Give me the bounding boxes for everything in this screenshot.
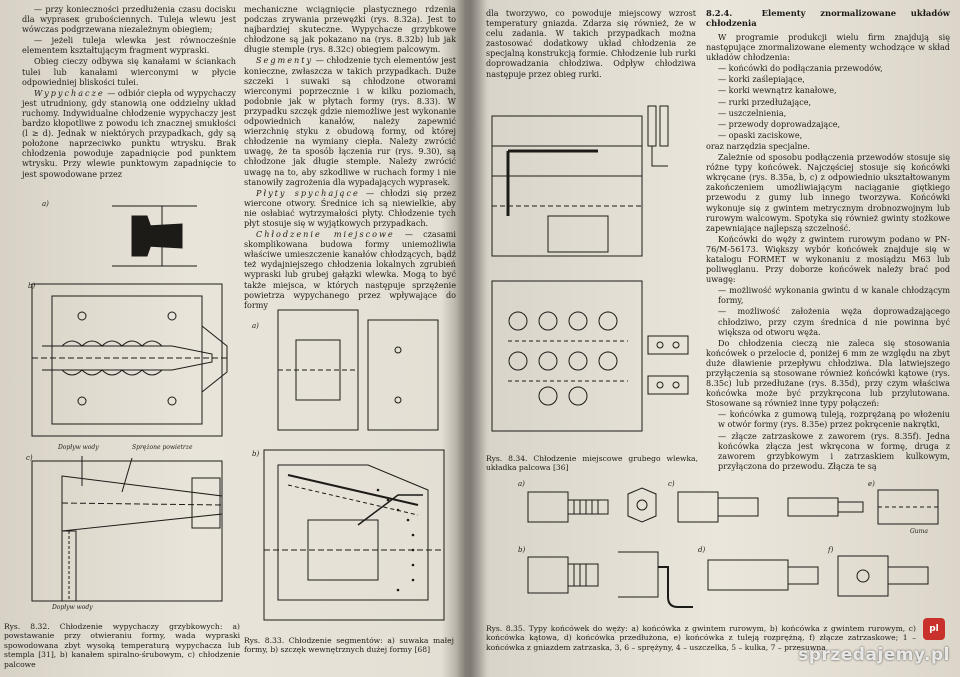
list-item: — uszczelnienia, — [718, 107, 787, 118]
paragraph: Zależnie od sposobu podłączenia przewodó… — [706, 152, 950, 233]
subfigure-label: a) — [42, 200, 49, 208]
paragraph-text: — odbiór ciepła od wypychaczy jest utrud… — [22, 87, 236, 179]
inline-heading: Chłodzenie miejscowe — [256, 229, 395, 240]
figure-annotation: Guma — [910, 528, 928, 535]
figure-8-35: a) c) e) b) d) f) Guma — [518, 472, 948, 622]
figure-annotation: Dopływ wody — [52, 604, 93, 611]
figure-annotation: Dopływ wody — [58, 444, 99, 451]
section-number: 8.2.4. — [706, 8, 733, 18]
paragraph: — przy konieczności przedłużenia czasu d… — [22, 4, 236, 35]
list-item: — korki zaślepiające, — [718, 74, 805, 85]
right-column-2: 8.2.4. Elementy znormalizowane układów c… — [706, 8, 950, 472]
list-item: — korki wewnątrz kanałowe, — [718, 85, 837, 96]
figure-8-35-drawing — [527, 487, 939, 608]
subfigure-label: c) — [26, 454, 33, 462]
book-gutter — [456, 0, 486, 677]
caption-8-32: Rys. 8.32. Chłodzenie wypychaczy grzybko… — [4, 622, 240, 669]
list-item: — opaski zaciskowe, — [718, 129, 803, 140]
section-title: Elementy znormalizowane układów chłodzen… — [706, 8, 950, 28]
list-item: oraz narzędzia specjalne. — [706, 140, 810, 151]
section-heading: 8.2.4. Elementy znormalizowane układów c… — [706, 8, 950, 28]
left-page: — przy konieczności przedłużenia czasu d… — [0, 0, 470, 677]
paragraph: Do chłodzenia cieczą nie zaleca się stos… — [706, 337, 950, 409]
list-item: — końcówki do podłączania przewodów, — [718, 63, 883, 74]
list-item: — końcówka z gumową tuleją, rozprężaną p… — [718, 409, 950, 430]
caption-8-34: Rys. 8.34. Chłodzenie miejscowe grubego … — [486, 454, 698, 473]
paragraph: Końcówki do węży z gwintem rurowym podan… — [706, 233, 950, 285]
subfigure-label: d) — [698, 546, 706, 554]
inline-heading: Wypychacze — [34, 87, 105, 98]
paragraph: — jeżeli tuleja wlewka jest równocześnie… — [22, 35, 236, 56]
paragraph-wypychacze: Wypychacze — odbiór ciepła od wypychaczy… — [22, 88, 236, 179]
paragraph: Obieg cieczy odbywa się kanałami w ścian… — [22, 56, 236, 87]
paragraph-text: — czasami skomplikowana budowa formy uni… — [244, 229, 456, 310]
subfigure-label: b) — [518, 546, 526, 554]
subfigure-label: b) — [28, 282, 36, 290]
paragraph-chlodzenie-miejscowe: Chłodzenie miejscowe — czasami skompliko… — [244, 229, 456, 310]
left-column-1: — przy konieczności przedłużenia czasu d… — [22, 4, 236, 180]
right-column-1: dla tworzywo, co powoduje miejscowy wzro… — [486, 8, 696, 80]
subfigure-label: c) — [668, 480, 675, 488]
caption-8-35: Rys. 8.35. Typy końcówek do węży: a) koń… — [486, 624, 916, 652]
paragraph-text: — chłodzenie tych elementów jest koniecz… — [244, 55, 456, 187]
paragraph-text: — chłodzi się przez wiercone otwory. Śre… — [244, 187, 456, 228]
left-column-2: mechaniczne wciągnięcie plastycznego rdz… — [244, 4, 456, 311]
paragraph: W programie produkcji wielu firm znajduj… — [706, 32, 950, 63]
paragraph-segmenty: Segmenty — chłodzenie tych elementów jes… — [244, 55, 456, 186]
list-item: — złącze zatrzaskowe z zaworem (rys. 8.3… — [718, 430, 950, 471]
subfigure-label: a) — [518, 480, 525, 488]
list-item: — możliwość wykonania gwintu d w kanale … — [718, 285, 950, 306]
right-page: dla tworzywo, co powoduje miejscowy wzro… — [478, 0, 960, 677]
caption-8-33: Rys. 8.33. Chłodzenie segmentów: a) suwa… — [244, 636, 454, 655]
list-item: — przewody doprowadzające, — [718, 118, 841, 129]
paragraph: dla tworzywo, co powoduje miejscowy wzro… — [486, 8, 696, 79]
inline-heading: Płyty spychające — [256, 187, 360, 198]
watermark-text: sprzedajemy.pl — [798, 645, 950, 665]
figure-8-34-drawing — [491, 105, 689, 432]
watermark-logo: pl — [923, 618, 945, 640]
figure-8-33: a) b) — [248, 300, 458, 630]
subfigure-label: b) — [252, 450, 260, 458]
figure-8-32: a) b) c) Dopływ wody Sprężone powietrze … — [22, 196, 244, 616]
figure-8-34 — [488, 96, 698, 446]
figure-8-32-drawing — [31, 205, 228, 602]
list-item: — rurki przedłużające, — [718, 96, 812, 107]
paragraph-plyty: Płyty spychające — chłodzi się przez wie… — [244, 188, 456, 228]
list-item: — możliwość założenia węża doprowadzając… — [718, 306, 950, 337]
paragraph: mechaniczne wciągnięcie plastycznego rdz… — [244, 4, 456, 55]
inline-heading: Segmenty — [256, 55, 314, 66]
subfigure-label: f) — [828, 546, 834, 554]
figure-annotation: Sprężone powietrze — [132, 444, 193, 451]
figure-8-33-drawing — [263, 309, 445, 621]
subfigure-label: a) — [252, 322, 259, 330]
subfigure-label: e) — [868, 480, 875, 488]
